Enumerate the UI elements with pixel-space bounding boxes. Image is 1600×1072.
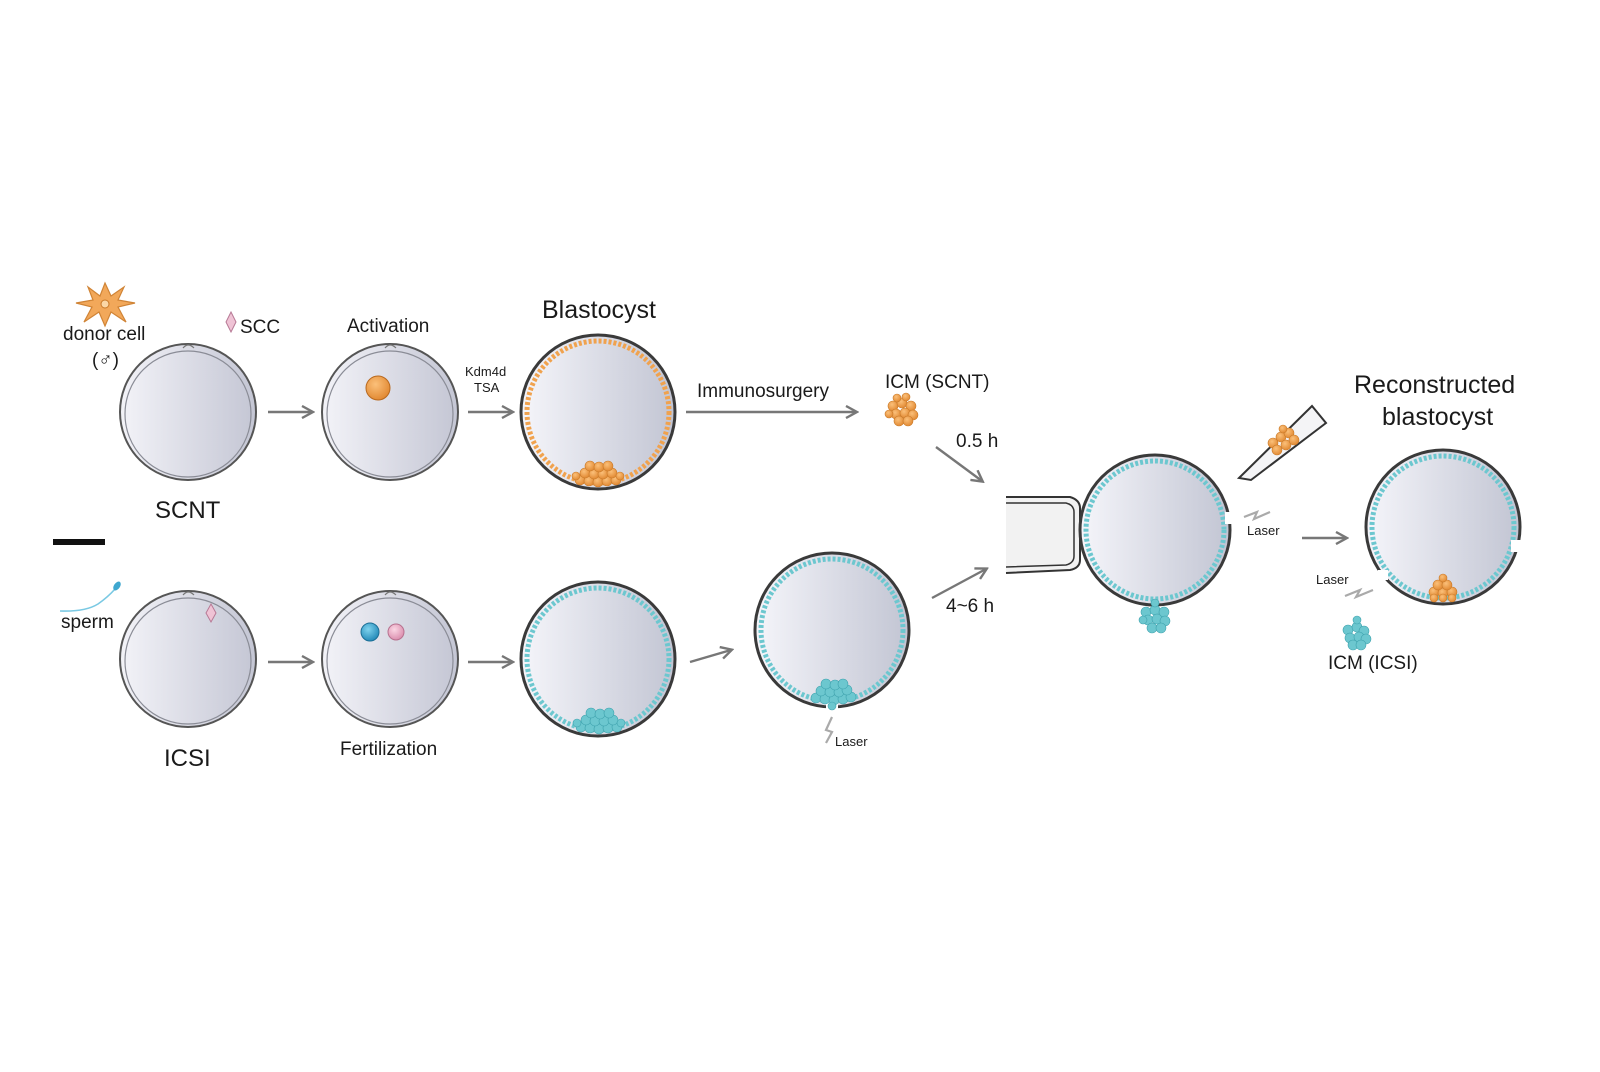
star-donor-cell-icon <box>75 281 136 328</box>
sperm-label: sperm <box>61 612 114 633</box>
time-short-label: 0.5 h <box>956 431 998 452</box>
fertilization-label: Fertilization <box>340 739 437 760</box>
holding-pipette-icon <box>1005 496 1081 574</box>
arrow-blastocyst-to-laser <box>689 650 731 664</box>
male-symbol-label: (♂) <box>92 350 119 371</box>
time-long-label: 4~6 h <box>946 596 994 617</box>
kdm4d-label: Kdm4d <box>465 364 506 379</box>
scnt-label: SCNT <box>155 497 221 524</box>
scnt-blastocyst <box>519 333 677 491</box>
scale-bar <box>53 539 105 545</box>
scc-label: SCC <box>240 317 280 338</box>
laser-left-label: Laser <box>1316 572 1349 587</box>
activated-oocyte <box>321 343 459 481</box>
icm-scnt-cluster <box>884 392 919 427</box>
laser-bolt-icon <box>1344 587 1374 600</box>
laser-bottom-label: Laser <box>835 734 868 749</box>
arrow-four-six-hours <box>931 569 986 600</box>
laser-bolt-icon <box>824 716 834 744</box>
pipette-icon <box>1236 404 1328 482</box>
reconstructed-title-line2: blastocyst <box>1382 403 1493 431</box>
reconstructed-title-line1: Reconstructed <box>1354 371 1515 399</box>
arrow-half-hour <box>935 446 982 481</box>
blastocyst-title: Blastocyst <box>542 296 656 324</box>
icsi-label: ICSI <box>164 745 211 772</box>
donor-cell-label: donor cell <box>63 324 145 345</box>
icsi-blastocyst-lasered <box>753 551 911 711</box>
immunosurgery-label: Immunosurgery <box>697 381 829 402</box>
laser-right-label: Laser <box>1247 523 1280 538</box>
icm-icsi-cluster <box>1342 615 1372 651</box>
fertilized-oocyte <box>321 590 459 728</box>
icsi-oocyte <box>119 590 257 728</box>
sperm-icon <box>59 581 121 612</box>
icm-icsi-label: ICM (ICSI) <box>1328 653 1418 674</box>
spindle-icon <box>225 310 237 334</box>
icm-scnt-label: ICM (SCNT) <box>885 372 989 393</box>
laser-bolt-icon <box>1243 510 1271 522</box>
hatching-blastocyst <box>1078 453 1233 634</box>
activation-label: Activation <box>347 316 429 337</box>
scnt-oocyte <box>119 343 257 481</box>
reconstructed-blastocyst <box>1364 448 1522 606</box>
tsa-label: TSA <box>474 380 500 395</box>
icsi-blastocyst <box>519 580 677 738</box>
